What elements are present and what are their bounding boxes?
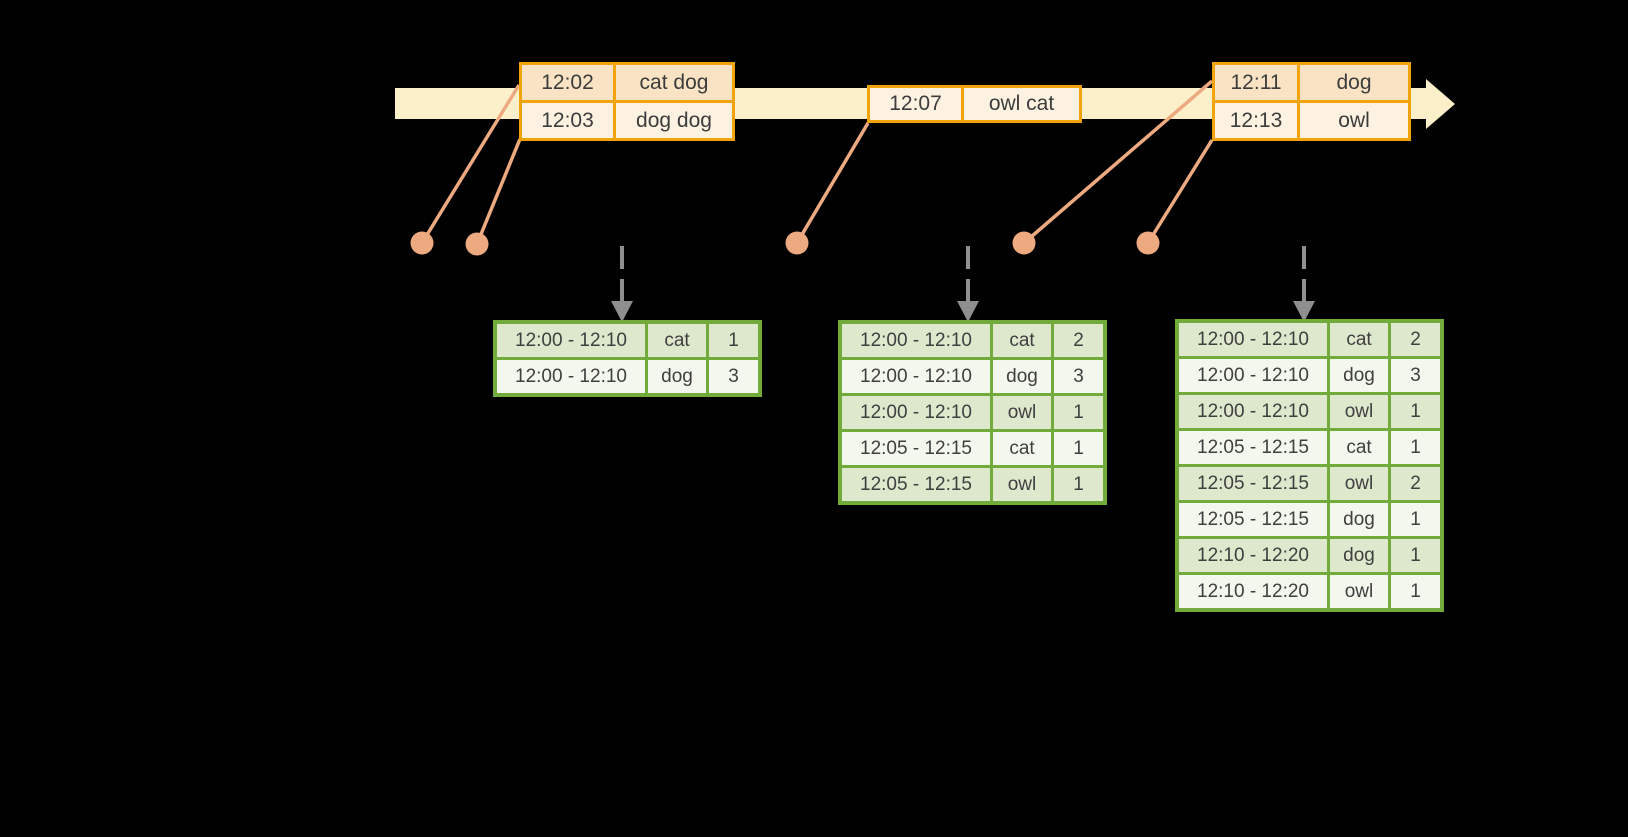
window-cell: 12:05 - 12:15 [838,465,993,505]
result-row: 12:00 - 12:10 dog 3 [1175,356,1444,395]
result-row: 12:00 - 12:10 dog 3 [493,357,762,397]
word-cell: cat [1327,428,1391,467]
count-cell: 3 [1388,356,1444,395]
result-row: 12:05 - 12:15 owl 1 [838,465,1107,505]
trigger-arrow-icon [1293,246,1315,322]
event-words-cell: dog [1297,62,1411,103]
window-cell: 12:00 - 12:10 [838,320,993,360]
count-cell: 3 [706,357,762,397]
word-cell: cat [990,429,1054,468]
result-table-1: 12:00 - 12:10 cat 1 12:00 - 12:10 dog 3 [493,320,762,397]
result-row: 12:00 - 12:10 owl 1 [1175,392,1444,431]
count-cell: 1 [1388,392,1444,431]
event-time-cell: 12:07 [867,85,964,123]
window-cell: 12:05 - 12:15 [1175,428,1330,467]
result-row: 12:00 - 12:10 cat 1 [493,320,762,360]
event-table-1: 12:02 cat dog 12:03 dog dog [519,62,735,141]
word-cell: dog [1327,356,1391,395]
count-cell: 2 [1388,464,1444,503]
result-table-3: 12:00 - 12:10 cat 2 12:00 - 12:10 dog 3 … [1175,319,1444,612]
window-cell: 12:00 - 12:10 [1175,356,1330,395]
count-cell: 1 [706,320,762,360]
result-row: 12:00 - 12:10 cat 2 [838,320,1107,360]
word-cell: cat [645,320,709,360]
result-row: 12:05 - 12:15 dog 1 [1175,500,1444,539]
event-connector-line [795,122,870,244]
count-cell: 1 [1051,429,1107,468]
result-row: 12:05 - 12:15 cat 1 [838,429,1107,468]
event-dot [785,231,809,255]
word-cell: owl [990,465,1054,505]
event-row: 12:02 cat dog [519,62,735,103]
event-connector-line [475,138,522,245]
event-table-2: 12:07 owl cat [867,85,1082,123]
event-time-cell: 12:02 [519,62,616,103]
result-row: 12:10 - 12:20 dog 1 [1175,536,1444,575]
event-row: 12:11 dog [1212,62,1411,103]
word-cell: dog [645,357,709,397]
trigger-arrow-icon [611,246,633,322]
event-table-3: 12:11 dog 12:13 owl [1212,62,1411,141]
window-cell: 12:05 - 12:15 [1175,500,1330,539]
word-cell: owl [1327,392,1391,431]
event-row: 12:03 dog dog [519,100,735,141]
word-cell: owl [1327,572,1391,612]
count-cell: 1 [1388,500,1444,539]
event-dot [410,231,434,255]
window-cell: 12:10 - 12:20 [1175,536,1330,575]
window-cell: 12:00 - 12:10 [493,357,648,397]
window-cell: 12:00 - 12:10 [493,320,648,360]
count-cell: 1 [1388,428,1444,467]
count-cell: 1 [1051,465,1107,505]
count-cell: 2 [1051,320,1107,360]
result-row: 12:00 - 12:10 cat 2 [1175,319,1444,359]
event-time-cell: 12:13 [1212,100,1300,141]
event-connector-line [420,84,521,244]
count-cell: 1 [1051,393,1107,432]
result-row: 12:05 - 12:15 cat 1 [1175,428,1444,467]
word-cell: dog [1327,500,1391,539]
count-cell: 1 [1388,572,1444,612]
event-connector-line [1022,79,1214,245]
trigger-arrow-icon [957,246,979,322]
word-cell: cat [990,320,1054,360]
result-row: 12:05 - 12:15 owl 2 [1175,464,1444,503]
count-cell: 1 [1388,536,1444,575]
window-cell: 12:10 - 12:20 [1175,572,1330,612]
result-row: 12:10 - 12:20 owl 1 [1175,572,1444,612]
count-cell: 3 [1051,357,1107,396]
event-dot [1136,231,1160,255]
event-connector-line [1146,139,1214,244]
word-cell: dog [1327,536,1391,575]
window-cell: 12:00 - 12:10 [1175,392,1330,431]
event-dot [465,232,489,256]
result-table-2: 12:00 - 12:10 cat 2 12:00 - 12:10 dog 3 … [838,320,1107,505]
event-time-cell: 12:11 [1212,62,1300,103]
word-cell: owl [1327,464,1391,503]
word-cell: cat [1327,319,1391,359]
event-words-cell: dog dog [613,100,735,141]
word-cell: dog [990,357,1054,396]
result-row: 12:00 - 12:10 owl 1 [838,393,1107,432]
event-words-cell: cat dog [613,62,735,103]
event-dot [1012,231,1036,255]
event-words-cell: owl cat [961,85,1082,123]
timeline-arrowhead-icon [1426,79,1455,129]
event-row: 12:07 owl cat [867,85,1082,123]
window-cell: 12:05 - 12:15 [838,429,993,468]
word-cell: owl [990,393,1054,432]
event-row: 12:13 owl [1212,100,1411,141]
count-cell: 2 [1388,319,1444,359]
window-cell: 12:00 - 12:10 [838,393,993,432]
result-row: 12:00 - 12:10 dog 3 [838,357,1107,396]
event-words-cell: owl [1297,100,1411,141]
window-cell: 12:00 - 12:10 [1175,319,1330,359]
event-time-cell: 12:03 [519,100,616,141]
window-cell: 12:05 - 12:15 [1175,464,1330,503]
window-cell: 12:00 - 12:10 [838,357,993,396]
